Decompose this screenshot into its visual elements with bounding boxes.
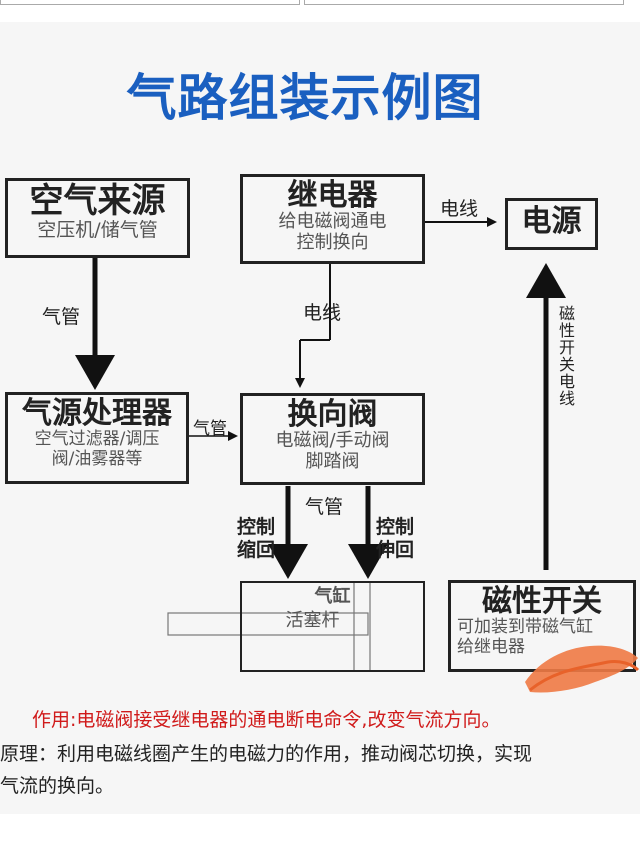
switch-sub-1: 可加装到带磁气缸 xyxy=(457,617,593,637)
valve-sub-2: 脚踏阀 xyxy=(305,450,360,472)
principle-line-1: 原理：利用电磁线圈产生的电磁力的作用，推动阀芯切换，实现 xyxy=(0,743,533,765)
box-treatment: 气源处理器 空气过滤器/调压 阀/油雾器等 xyxy=(5,392,189,484)
label-pipe-3: 气管 xyxy=(305,496,344,518)
air-source-title: 空气来源 xyxy=(29,181,166,221)
top-tab-left xyxy=(0,0,300,5)
label-switch-wire: 磁性开关电线 xyxy=(556,305,575,407)
switch-title: 磁性开关 xyxy=(482,584,602,619)
principle-text: 原理：利用电磁线圈产生的电磁力的作用，推动阀芯切换，实现 气流的换向。 xyxy=(0,738,635,802)
scribble-mark xyxy=(525,645,640,693)
relay-sub-2: 控制换向 xyxy=(296,231,369,253)
label-retract-1: 控制 xyxy=(237,516,276,538)
box-cylinder: 气缸 活塞杆 xyxy=(240,581,425,672)
label-retract-2: 缩回 xyxy=(237,539,276,561)
label-wire-1: 电线 xyxy=(440,198,479,220)
cylinder-rod-label: 活塞杆 xyxy=(285,609,340,631)
bottom-strip xyxy=(0,822,640,853)
power-title: 电源 xyxy=(521,204,582,239)
valve-sub-1: 电磁阀/手动阀 xyxy=(275,430,390,451)
principle-line-2: 气流的换向。 xyxy=(0,775,115,797)
box-relay: 继电器 给电磁阀通电 控制换向 xyxy=(240,174,425,264)
switch-sub-2: 给继电器 xyxy=(457,636,525,657)
relay-sub-1: 给电磁阀通电 xyxy=(278,211,387,232)
label-extend-2: 伸回 xyxy=(376,539,415,561)
air-source-sub: 空压机/储气管 xyxy=(37,219,158,242)
box-power: 电源 xyxy=(505,198,598,250)
label-pipe-2: 气管 xyxy=(193,419,227,439)
piston-rod xyxy=(167,612,369,636)
box-valve: 换向阀 电磁阀/手动阀 脚踏阀 xyxy=(240,393,425,485)
treatment-title: 气源处理器 xyxy=(22,396,172,431)
label-pipe-1: 气管 xyxy=(42,306,81,328)
cylinder-title: 气缸 xyxy=(314,586,351,607)
relay-title: 继电器 xyxy=(287,178,378,213)
treatment-sub-1: 空气过滤器/调压 xyxy=(34,429,160,449)
top-tab-right xyxy=(304,0,624,5)
effect-text: 作用:电磁阀接受继电器的通电断电命令,改变气流方向。 xyxy=(32,709,501,731)
treatment-sub-2: 阀/油雾器等 xyxy=(51,448,143,469)
diagram-title: 气路组装示例图 xyxy=(126,69,484,127)
box-magnetic-switch: 磁性开关 可加装到带磁气缸 给继电器 xyxy=(448,580,636,672)
label-wire-2: 电线 xyxy=(303,302,342,324)
valve-title: 换向阀 xyxy=(287,397,378,432)
box-air-source: 空气来源 空压机/储气管 xyxy=(5,178,190,258)
label-extend-1: 控制 xyxy=(376,516,415,538)
